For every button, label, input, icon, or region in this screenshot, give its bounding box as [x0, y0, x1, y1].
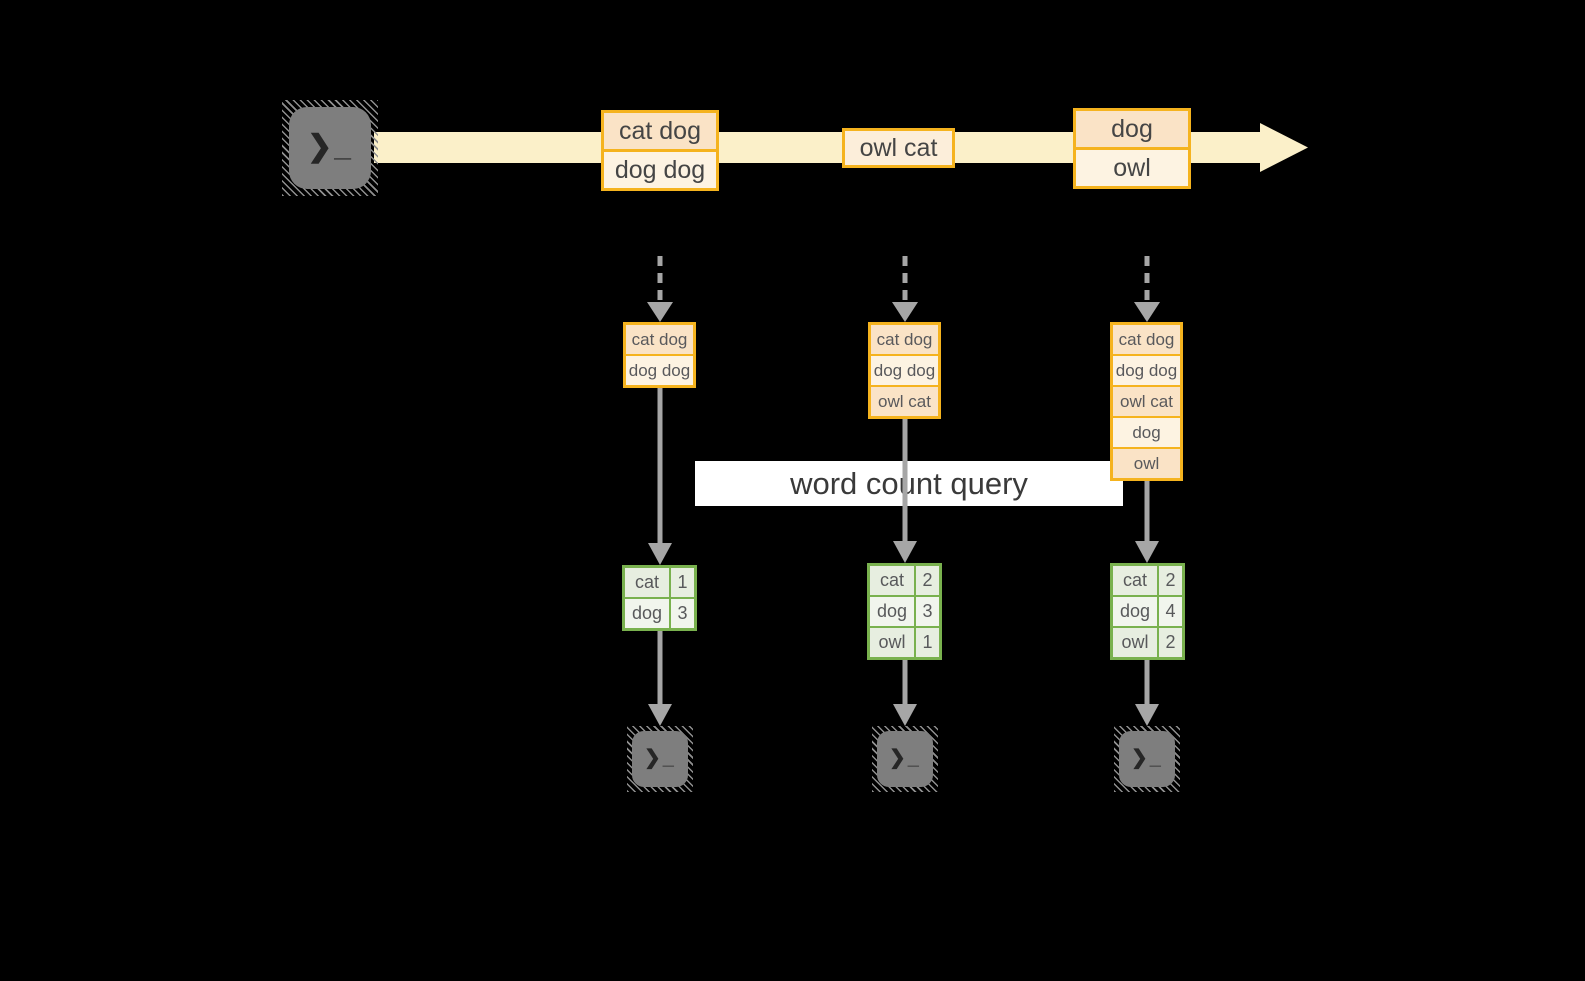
arrow-head [1134, 302, 1160, 322]
state-item: cat dog [626, 325, 693, 354]
stream-batch-2: owl cat [842, 128, 955, 168]
stream-batch-3: dog owl [1073, 108, 1191, 189]
solid-arrow-icon [893, 660, 917, 726]
arrow-head [892, 302, 918, 322]
terminal-prompt-icon: ❯_ [307, 129, 353, 163]
dashed-arrow-icon [647, 256, 673, 322]
terminal-sink-icon: ❯_ [1114, 726, 1180, 792]
stream-arrowhead-icon [1260, 123, 1308, 172]
count-value: 2 [916, 566, 939, 595]
count-word: owl [870, 628, 914, 657]
stream-item: cat dog [604, 113, 716, 149]
count-word: dog [625, 599, 669, 628]
solid-arrow-icon [1135, 660, 1159, 726]
stream-item: dog [1076, 111, 1188, 147]
arrow-shaft [902, 417, 908, 541]
state-item: dog dog [871, 356, 938, 385]
query-label: word count query [790, 465, 1028, 501]
dashed-arrow-icon [1134, 256, 1160, 322]
count-value: 2 [1159, 628, 1182, 657]
count-value: 3 [671, 599, 694, 628]
terminal-screen: ❯_ [1119, 731, 1175, 787]
count-table-2: cat 2 dog 3 owl 1 [867, 563, 942, 660]
arrow-shaft [657, 256, 663, 302]
arrow-shaft [657, 631, 663, 704]
count-value: 2 [1159, 566, 1182, 595]
solid-arrow-icon [648, 387, 672, 565]
state-stack-1: cat dog dog dog [623, 322, 696, 388]
count-word: cat [1113, 566, 1157, 595]
terminal-screen: ❯_ [632, 731, 688, 787]
count-table-3: cat 2 dog 4 owl 2 [1110, 563, 1185, 660]
stream-item: owl [1076, 150, 1188, 186]
stream-item: owl cat [845, 131, 952, 165]
solid-arrow-icon [648, 631, 672, 726]
arrow-shaft [1144, 660, 1150, 704]
arrow-shaft [1144, 481, 1150, 541]
state-item: owl [1113, 449, 1180, 478]
arrow-head [1135, 541, 1159, 563]
count-table-1: cat 1 dog 3 [622, 565, 697, 631]
count-word: dog [1113, 597, 1157, 626]
state-item: dog dog [626, 356, 693, 385]
count-value: 1 [671, 568, 694, 597]
arrow-shaft [1144, 256, 1150, 302]
arrow-shaft [902, 256, 908, 302]
arrow-shaft [902, 660, 908, 704]
terminal-prompt-icon: ❯_ [1131, 746, 1163, 769]
terminal-sink-icon: ❯_ [627, 726, 693, 792]
solid-arrow-icon [1135, 481, 1159, 563]
terminal-sink-icon: ❯_ [872, 726, 938, 792]
state-item: dog dog [1113, 356, 1180, 385]
count-value: 4 [1159, 597, 1182, 626]
count-word: owl [1113, 628, 1157, 657]
stream-batch-1: cat dog dog dog [601, 110, 719, 191]
terminal-screen: ❯_ [877, 731, 933, 787]
count-value: 3 [916, 597, 939, 626]
count-word: cat [625, 568, 669, 597]
terminal-screen: ❯_ [289, 107, 371, 189]
count-word: cat [870, 566, 914, 595]
state-stack-3: cat dog dog dog owl cat dog owl [1110, 322, 1183, 481]
arrow-head [893, 541, 917, 563]
state-item: dog [1113, 418, 1180, 447]
terminal-source-icon: ❯_ [282, 100, 378, 196]
terminal-prompt-icon: ❯_ [889, 746, 921, 769]
state-item: cat dog [871, 325, 938, 354]
stream-item: dog dog [604, 152, 716, 188]
solid-arrow-icon [893, 417, 917, 563]
arrow-head [647, 302, 673, 322]
state-item: owl cat [871, 387, 938, 416]
terminal-prompt-icon: ❯_ [644, 746, 676, 769]
arrow-shaft [657, 387, 663, 543]
arrow-head [648, 704, 672, 726]
dashed-arrow-icon [892, 256, 918, 322]
state-item: cat dog [1113, 325, 1180, 354]
arrow-head [893, 704, 917, 726]
state-stack-2: cat dog dog dog owl cat [868, 322, 941, 419]
count-word: dog [870, 597, 914, 626]
arrow-head [1135, 704, 1159, 726]
query-label-band: word count query [695, 461, 1123, 506]
count-value: 1 [916, 628, 939, 657]
arrow-head [648, 543, 672, 565]
state-item: owl cat [1113, 387, 1180, 416]
